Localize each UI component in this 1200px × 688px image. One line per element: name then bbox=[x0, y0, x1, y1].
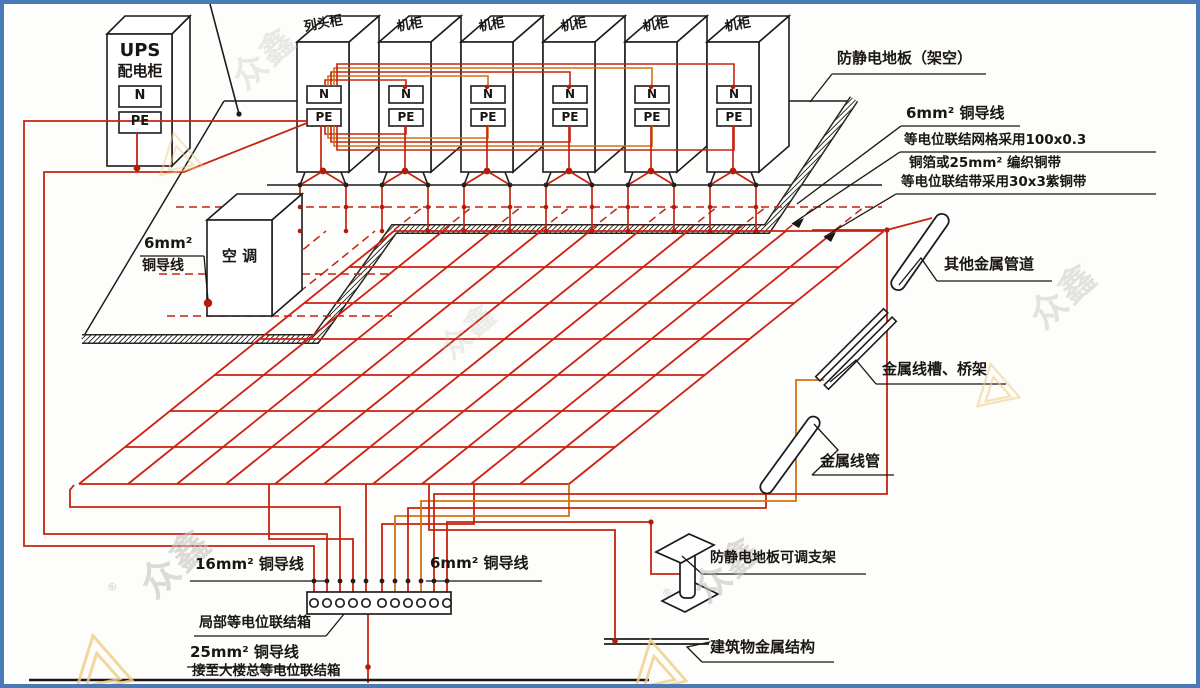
label-other-metal-pipes: 其他金属管道 bbox=[944, 255, 1035, 273]
braided-copper-strip-band bbox=[82, 96, 859, 344]
cabinet-pe-label: PE bbox=[725, 110, 743, 124]
label-strip-note: 等电位联结带采用30x3紫铜带 bbox=[901, 174, 1087, 190]
label-floor-pedestal: 防静电地板可调支架 bbox=[710, 550, 836, 566]
other-metal-pipe bbox=[890, 212, 950, 292]
wire-left-riser-1 bbox=[23, 120, 315, 592]
cabinet-pe-label: PE bbox=[643, 110, 661, 124]
cabinet-n-label: N bbox=[646, 87, 658, 101]
cabinet-n-label: N bbox=[318, 87, 330, 101]
ups-n-label: N bbox=[134, 88, 146, 103]
equipotential-bonding-diagram bbox=[23, 4, 1156, 683]
junction-dots bbox=[133, 84, 890, 670]
cabinet-n-label: N bbox=[400, 87, 412, 101]
ac-unit-label: 空 调 bbox=[221, 247, 258, 265]
pe-bus-wires bbox=[324, 126, 735, 151]
label-wire25-bottom: 25mm² 铜导线 bbox=[190, 643, 299, 661]
cabinet-n-label: N bbox=[728, 87, 740, 101]
ups-cabinet bbox=[105, 14, 192, 168]
right-bonding-wires bbox=[381, 217, 933, 641]
ups-title-line2: 配电柜 bbox=[117, 62, 163, 80]
cabinet-pe-label: PE bbox=[397, 110, 415, 124]
top-leader-line bbox=[209, 4, 242, 117]
label-to-main-bonding-box: 接至大楼总等电位联结箱 bbox=[192, 663, 341, 679]
label-grid-note-2: 铜箔或25mm² 编织铜带 bbox=[909, 155, 1062, 171]
label-grid-note-1: 等电位联结网格采用100x0.3 bbox=[904, 132, 1087, 148]
label-wire6-bottom: 6mm² 铜导线 bbox=[430, 554, 529, 572]
pe-ground-wires bbox=[23, 120, 367, 592]
watermark-logo bbox=[632, 637, 688, 684]
label-wire16-bottom: 16mm² 铜导线 bbox=[195, 555, 304, 573]
watermark-logo bbox=[73, 632, 134, 684]
label-building-structure: 建筑物金属结构 bbox=[710, 638, 816, 656]
air-conditioner-box bbox=[204, 192, 305, 318]
cabinet-n-label: N bbox=[564, 87, 576, 101]
label-cable-tray: 金属线槽、桥架 bbox=[882, 360, 988, 378]
cabinet-pe-label: PE bbox=[479, 110, 497, 124]
neutral-bus-wires bbox=[324, 63, 735, 86]
metal-conduit bbox=[759, 415, 821, 495]
floor-line-dots bbox=[297, 182, 759, 584]
label-local-bonding-box: 局部等电位联结箱 bbox=[199, 615, 311, 631]
label-wire6-left-value: 6mm² bbox=[144, 234, 193, 252]
label-metal-conduit: 金属线管 bbox=[820, 452, 881, 470]
wire-grid-left bbox=[268, 484, 354, 592]
leader-arrowheads bbox=[792, 218, 836, 242]
label-wire6-right: 6mm² 铜导线 bbox=[906, 104, 1005, 122]
cabinet-pe-label: PE bbox=[315, 110, 333, 124]
wire-building-structure bbox=[428, 484, 616, 641]
building-structure-line bbox=[604, 638, 709, 645]
cabinet-pe-label: PE bbox=[561, 110, 579, 124]
watermark-logo bbox=[975, 361, 1021, 408]
ups-title-line1: UPS bbox=[119, 40, 161, 61]
local-bonding-box-shape bbox=[306, 591, 453, 615]
wire-left-riser-2 bbox=[43, 122, 328, 592]
label-wire6-left-unit: 铜导线 bbox=[142, 258, 184, 274]
bonding-grid bbox=[78, 230, 885, 485]
wire-grid-corner bbox=[69, 484, 341, 592]
label-leader-lines bbox=[29, 73, 1156, 682]
ups-pe-label: PE bbox=[130, 114, 150, 129]
cabinet-n-label: N bbox=[482, 87, 494, 101]
label-antistatic-floor: 防静电地板（架空） bbox=[837, 49, 973, 67]
equipment-cabinets bbox=[294, 14, 792, 186]
watermark-logo bbox=[158, 130, 204, 177]
